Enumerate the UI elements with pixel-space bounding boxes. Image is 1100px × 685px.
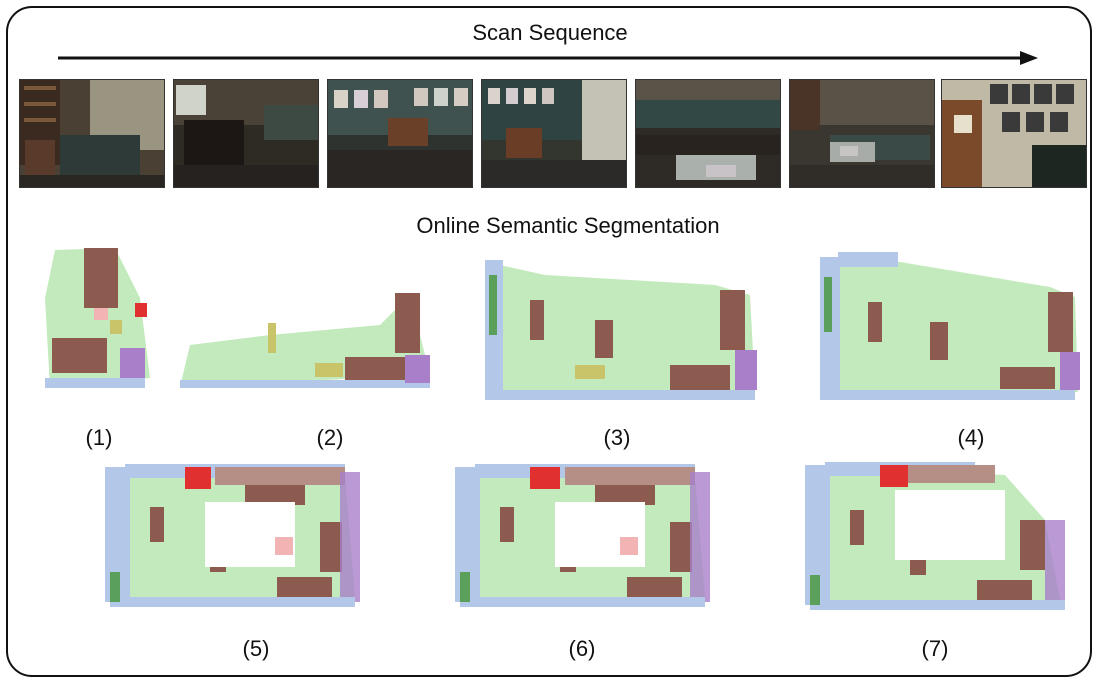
scan-photo-2	[173, 79, 319, 188]
scan-photo-6	[789, 79, 935, 188]
segmentation-map-7	[805, 462, 1065, 610]
caption-5: (5)	[242, 636, 270, 661]
caption-3: (3)	[603, 425, 631, 450]
segmentation-title: Online Semantic Segmentation	[416, 213, 720, 238]
segmentation-map-1	[45, 248, 150, 388]
scan-photo-1	[19, 79, 165, 188]
scan-direction-arrow	[58, 51, 1038, 65]
segmentation-map-5	[105, 464, 360, 607]
segmentation-map-3	[485, 260, 757, 400]
figure-frame	[6, 6, 1092, 677]
scan-photo-7	[941, 79, 1087, 188]
scan-photo-3	[327, 79, 473, 188]
scan-sequence-title: Scan Sequence	[472, 20, 628, 45]
segmentation-map-2	[180, 293, 430, 388]
caption-4: (4)	[957, 425, 985, 450]
caption-7: (7)	[921, 636, 949, 661]
scan-photo-5	[635, 79, 781, 188]
segmentation-map-6	[455, 464, 710, 607]
caption-6: (6)	[568, 636, 596, 661]
scan-photo-4	[481, 79, 627, 188]
caption-1: (1)	[85, 425, 113, 450]
caption-2: (2)	[316, 425, 344, 450]
segmentation-map-4	[820, 252, 1080, 400]
